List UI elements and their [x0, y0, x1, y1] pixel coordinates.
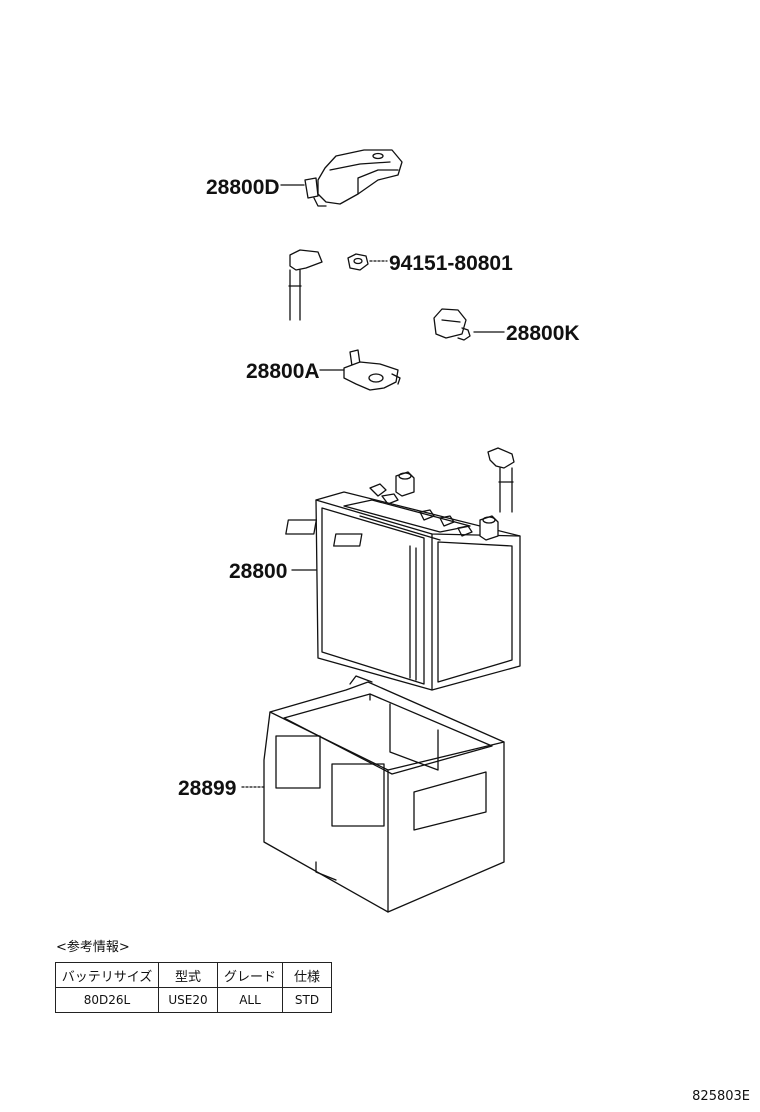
reference-table: バッテリサイズ 型式 グレード 仕様 80D26L USE20 ALL STD	[55, 962, 332, 1013]
terminal-clamp-a	[343, 349, 401, 391]
diagram-id: 825803E	[692, 1089, 750, 1104]
battery	[285, 471, 521, 691]
reference-header-row: バッテリサイズ 型式 グレード 仕様	[55, 962, 332, 988]
terminal-cover-k	[433, 308, 471, 341]
cable-terminal-right	[487, 447, 515, 513]
reference-title: <参考情報>	[56, 940, 130, 955]
part-label-28800k: 28800K	[506, 322, 580, 345]
cable-terminal-upper	[288, 249, 323, 321]
cell-grade: ALL	[217, 987, 283, 1013]
cell-spec: STD	[282, 987, 332, 1013]
header-battery-size: バッテリサイズ	[55, 962, 159, 988]
part-label-28800: 28800	[229, 560, 287, 583]
part-label-94151: 94151-80801	[389, 252, 513, 275]
table-row: 80D26L USE20 ALL STD	[55, 987, 332, 1013]
header-spec: 仕様	[282, 962, 332, 988]
nut-94151	[347, 253, 369, 271]
cell-model: USE20	[158, 987, 218, 1013]
terminal-cover-d	[304, 149, 403, 207]
header-model: 型式	[158, 962, 218, 988]
part-label-28899: 28899	[178, 777, 236, 800]
part-label-28800d: 28800D	[206, 176, 280, 199]
battery-tray	[263, 675, 505, 913]
header-grade: グレード	[217, 962, 283, 988]
part-label-28800a: 28800A	[246, 360, 320, 383]
cell-battery-size: 80D26L	[55, 987, 159, 1013]
